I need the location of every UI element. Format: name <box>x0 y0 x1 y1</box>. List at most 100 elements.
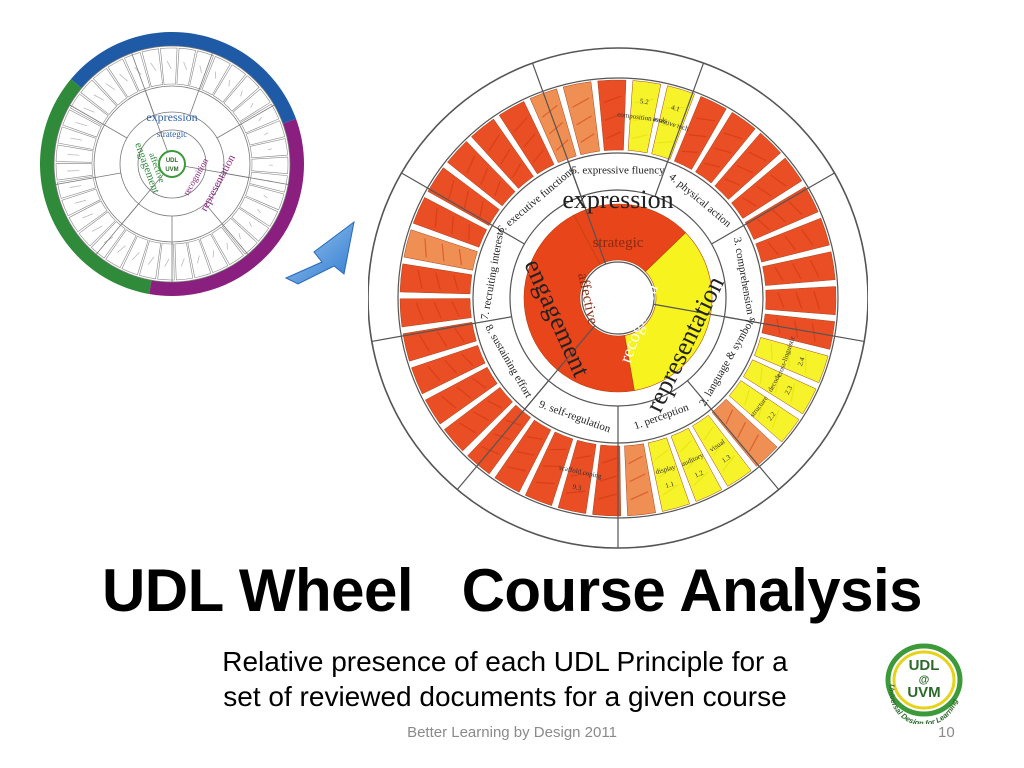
checkpoint-texture <box>451 216 454 234</box>
checkpoint-texture <box>526 436 543 440</box>
checkpoint-texture <box>532 149 544 163</box>
checkpoint-texture <box>688 134 707 138</box>
checkpoint-texture <box>458 248 463 266</box>
checkpoint-texture <box>604 113 622 122</box>
small-wheel-checkpoint-cell <box>57 176 96 199</box>
small-wheel-cell-text-mark <box>228 79 230 87</box>
title-course-analysis: Course Analysis <box>461 557 923 624</box>
small-wheel-checkpoint-cell <box>199 233 229 273</box>
checkpoint-texture <box>440 395 457 409</box>
small-wheel-checkpoint-cell <box>70 93 109 126</box>
checkpoint-texture <box>757 399 765 418</box>
small-wheel-checkpoint-cell <box>57 126 97 150</box>
guideline-divider <box>654 62 705 197</box>
checkpoint-texture <box>631 134 648 140</box>
small-wheel-cell-text-mark <box>238 233 241 240</box>
checkpoint-texture <box>580 133 595 143</box>
checkpoint-texture <box>523 133 536 148</box>
checkpoint-texture <box>424 238 427 258</box>
checkpoint-segment <box>412 197 488 248</box>
small-wheel-checkpoint-cell <box>176 47 196 87</box>
checkpoint-texture <box>512 163 522 178</box>
checkpoint-texture <box>784 235 797 251</box>
checkpoint-texture <box>744 389 750 406</box>
checkpoint-segment <box>728 380 800 443</box>
checkpoint-texture <box>506 466 526 472</box>
checkpoint-segment <box>411 345 486 395</box>
checkpoint-texture <box>566 490 586 494</box>
small-wheel-checkpoint-cell <box>187 238 212 279</box>
checkpoint-texture <box>572 97 590 108</box>
checkpoint-texture <box>472 377 487 389</box>
small-wheel-checkpoint-cell <box>201 56 231 96</box>
small-wheel-checkpoint-cell <box>157 243 175 281</box>
checkpoint-segment <box>498 101 555 175</box>
checkpoint-texture <box>575 455 592 460</box>
checkpoint-id: 1.1 <box>664 480 675 490</box>
checkpoint-segment <box>755 217 830 263</box>
checkpoint-texture <box>748 434 759 452</box>
big-wheel-checkpoint-ring <box>399 79 837 517</box>
small-wheel-checkpoint-cell <box>55 144 94 163</box>
checkpoint-texture <box>488 134 500 151</box>
small-wheel-checkpoint-ring <box>55 47 289 281</box>
checkpoint-texture <box>603 95 622 104</box>
checkpoint-texture <box>418 334 430 352</box>
checkpoint-texture <box>657 140 674 144</box>
checkpoint-texture <box>427 365 441 382</box>
small-wheel-guideline-divider <box>205 203 249 255</box>
checkpoint-texture <box>756 185 772 197</box>
checkpoint-texture <box>456 386 472 399</box>
checkpoint-texture <box>775 375 779 393</box>
small-wheel-principle-band <box>149 118 305 297</box>
subtitle-line-1: Relative presence of each UDL Principle … <box>222 646 788 677</box>
checkpoint-segment <box>557 439 597 514</box>
checkpoint-id: 9.3 <box>572 483 583 493</box>
checkpoint-segment <box>529 88 577 163</box>
guideline-divider <box>686 380 780 490</box>
big-wheel-center <box>581 261 655 335</box>
checkpoint-texture <box>737 421 747 439</box>
checkpoint-texture <box>748 151 767 162</box>
small-wheel-checkpoint-cell <box>138 240 162 280</box>
checkpoint-texture <box>451 301 460 317</box>
checkpoint-texture <box>466 155 476 174</box>
small-wheel-cell-text-mark <box>82 213 94 219</box>
checkpoint-texture <box>693 471 709 486</box>
checkpoint-texture <box>480 168 489 185</box>
checkpoint-texture <box>634 98 654 104</box>
logo-text-at: @ <box>919 674 930 686</box>
principle-divider <box>524 325 596 410</box>
checkpoint-texture <box>479 201 484 218</box>
small-wheel-cell-text-mark <box>250 102 254 109</box>
checkpoint-texture <box>433 301 442 319</box>
checkpoint-texture <box>790 383 796 403</box>
big-wheel-label-expression: expression <box>562 185 673 214</box>
checkpoint-texture <box>435 272 441 290</box>
checkpoint-texture <box>704 162 721 168</box>
small-wheel-principle-band <box>39 79 152 294</box>
checkpoint-id: 5.2 <box>639 97 649 106</box>
checkpoint-texture <box>772 209 786 223</box>
small-wheel-cell-text-mark <box>267 148 272 151</box>
checkpoint-id: 2.2 <box>766 410 778 422</box>
checkpoint-texture <box>695 117 716 122</box>
small-wheel-checkpoint-cell <box>124 52 151 92</box>
checkpoint-id: 2.4 <box>796 356 807 367</box>
big-wheel-network-ring <box>523 203 713 393</box>
checkpoint-texture <box>461 353 474 367</box>
checkpoint-texture <box>770 343 773 360</box>
checkpoint-texture <box>722 455 736 471</box>
checkpoint-segment <box>471 118 534 189</box>
slide-footer: Better Learning by Design 2011 <box>407 724 617 741</box>
small-wheel-cell-text-mark <box>69 185 82 188</box>
checkpoint-texture <box>713 440 725 456</box>
small-wheel-cell-text-mark <box>258 116 263 122</box>
small-wheel-cell-text-mark <box>119 73 128 82</box>
small-wheel-checkpoint-cell <box>249 138 288 159</box>
checkpoint-texture <box>516 451 535 456</box>
small-wheel-cell-text-mark <box>212 250 215 258</box>
checkpoint-texture <box>453 274 459 291</box>
checkpoint-id: 1.2 <box>693 469 705 480</box>
checkpoint-texture <box>599 475 617 482</box>
